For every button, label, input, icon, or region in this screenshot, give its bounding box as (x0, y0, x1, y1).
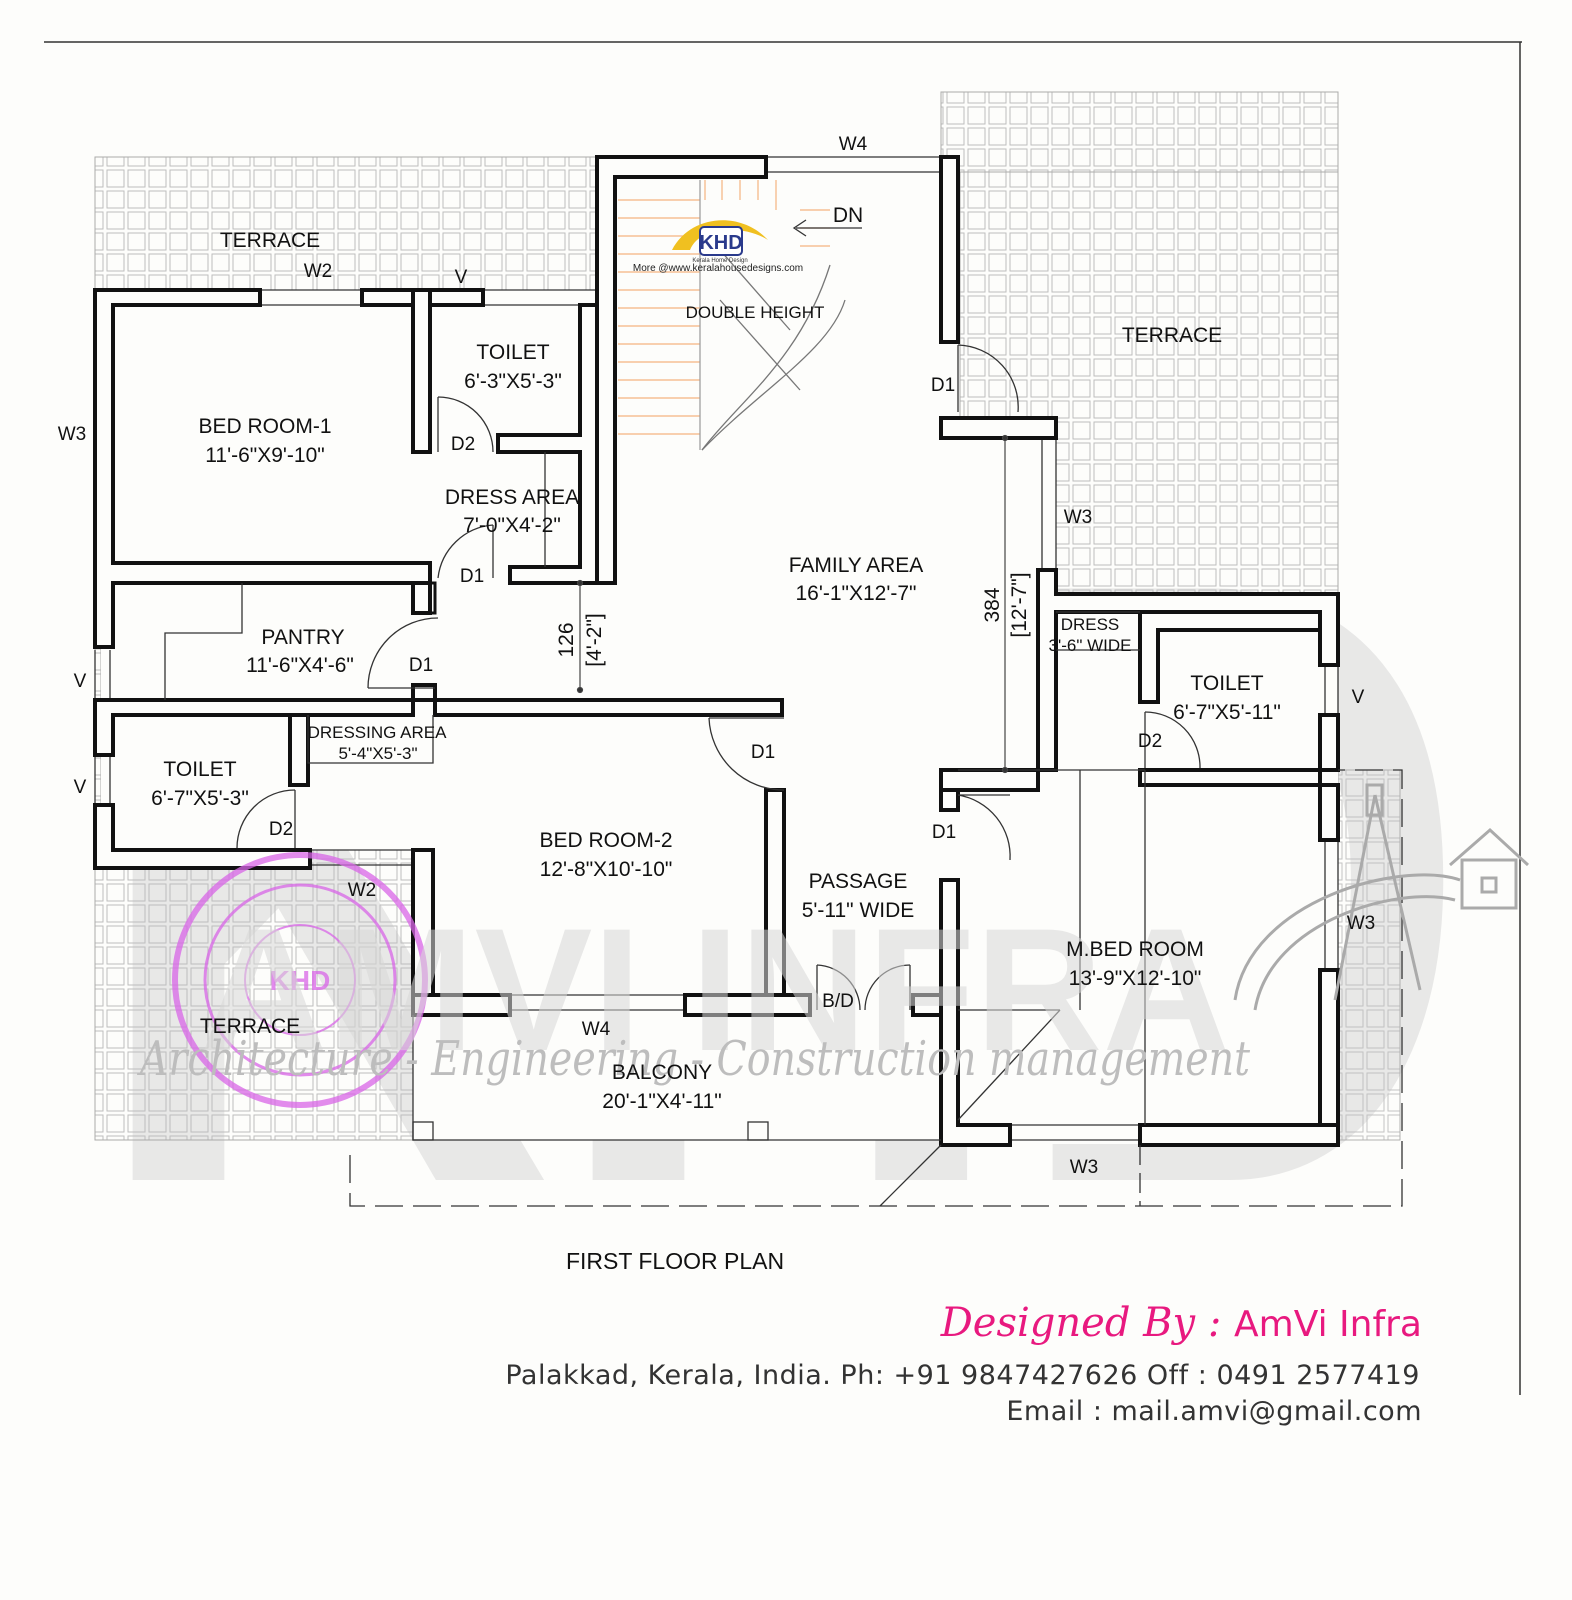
svg-text:D2: D2 (269, 819, 293, 840)
dressing-area-label: DRESSING AREA (308, 723, 448, 742)
svg-text:V: V (1352, 687, 1365, 708)
dress-area-label: DRESS AREA (445, 486, 579, 509)
balcony-size: 20'-1"X4'-11" (602, 1090, 721, 1113)
sheet-frame (44, 41, 1522, 1395)
svg-text:W4: W4 (582, 1019, 611, 1040)
dn-arrow-icon (792, 219, 862, 237)
khd-logo: KHD Kerala Home Design More @www.keralah… (633, 220, 803, 274)
terrace-tr-label: TERRACE (1122, 324, 1222, 347)
terraces (94, 91, 1401, 1141)
svg-text:W3: W3 (1070, 1157, 1099, 1178)
svg-text:V: V (74, 671, 87, 692)
dimension-text: 126 [4'-2"] 384 [12'-7"] (555, 572, 1031, 666)
svg-text:[4'-2"]: [4'-2"] (583, 613, 606, 666)
svg-text:W2: W2 (304, 261, 333, 282)
dimension-lines (576, 434, 1009, 774)
bedroom1-size: 11'-6"X9'-10" (205, 444, 324, 467)
passage-label: PASSAGE (809, 870, 908, 893)
svg-text:W3: W3 (1347, 913, 1376, 934)
svg-text:D1: D1 (460, 566, 484, 587)
svg-text:AMVI INFRA: AMVI INFRA (200, 893, 1230, 1088)
svg-text:W3: W3 (1064, 507, 1093, 528)
khd-url: More @www.keralahousedesigns.com (633, 263, 803, 274)
svg-text:D2: D2 (1138, 731, 1162, 752)
svg-text:[12'-7"]: [12'-7"] (1008, 572, 1031, 637)
bedroom2-size: 12'-8"X10'-10" (540, 858, 673, 881)
terrace-tl-label: TERRACE (220, 229, 320, 252)
toilet3-label: TOILET (1190, 672, 1263, 695)
svg-text:V: V (455, 267, 468, 288)
svg-text:D1: D1 (409, 655, 433, 676)
bedroom1-label: BED ROOM-1 (198, 415, 331, 438)
designed-by-line: Designed By : AmVi Infra (941, 1300, 1422, 1346)
pantry-label: PANTRY (261, 626, 344, 649)
dress-area-size: 7'-0"X4'-2" (463, 514, 561, 537)
terrace-bl-label: TERRACE (200, 1015, 300, 1038)
svg-text:D2: D2 (451, 434, 475, 455)
stamp-watermark: KHD (172, 852, 428, 1108)
compass-house-icon (1233, 783, 1530, 1011)
svg-text:W4: W4 (839, 134, 868, 155)
staircase (618, 180, 830, 450)
balcony-label: BALCONY (612, 1061, 712, 1084)
toilet1-size: 6'-3"X5'-3" (464, 370, 562, 393)
svg-text:D1: D1 (931, 375, 955, 396)
room-labels: TERRACE TERRACE TERRACE BED ROOM-1 11'-6… (151, 204, 1281, 1113)
amvi-watermark: AMVI INFRA Architecture - Engineering - … (137, 893, 1251, 1088)
toilet3-size: 6'-7"X5'-11" (1173, 701, 1281, 724)
double-height-void (701, 249, 846, 451)
bedroom2-label: BED ROOM-2 (539, 829, 672, 852)
dressing-area-size: 5'-4"X5'-3" (338, 744, 417, 763)
toilet1-label: TOILET (476, 341, 549, 364)
toilet2-label: TOILET (163, 758, 236, 781)
master-bedroom-size: 13'-9"X12'-10" (1069, 967, 1202, 990)
svg-text:V: V (74, 777, 87, 798)
dn-label: DN (833, 204, 863, 227)
stamp-text: KHD (270, 965, 331, 996)
svg-text:D1: D1 (751, 742, 775, 763)
svg-text:W3: W3 (58, 424, 87, 445)
double-height-label: DOUBLE HEIGHT (686, 303, 825, 322)
terrace-top-right (940, 91, 1339, 173)
terrace-top-left (94, 156, 598, 291)
toilet2-size: 6'-7"X5'-3" (151, 787, 249, 810)
walls (93, 155, 1340, 1147)
designed-by-label: Designed By : (940, 1300, 1235, 1346)
svg-text:Kerala Home Design: Kerala Home Design (692, 258, 747, 264)
family-area-label: FAMILY AREA (789, 554, 924, 577)
tagline-watermark: Architecture - Engineering - Constructio… (137, 1031, 1251, 1087)
partitions (164, 452, 1403, 1207)
passage-size: 5'-11" WIDE (802, 899, 915, 922)
family-area-size: 16'-1"X12'-7" (796, 582, 917, 605)
plan-title: FIRST FLOOR PLAN (566, 1248, 784, 1274)
svg-text:D1: D1 (932, 822, 956, 843)
contact-address: Palakkad, Kerala, India. Ph: +91 9847427… (505, 1360, 1420, 1391)
door-swings (236, 344, 1201, 1011)
company-name: AmVi Infra (1234, 1304, 1422, 1345)
khd-logo-text: KHD (699, 232, 742, 254)
svg-text:384: 384 (981, 587, 1004, 622)
dress3-label: DRESS (1061, 615, 1120, 634)
svg-text:126: 126 (555, 622, 578, 657)
opening-tags: W4 W2 V W3 D2 D1 D1 D1 W3 V V D2 W2 D1 D… (58, 134, 1376, 1178)
pantry-size: 11'-6"X4'-6" (246, 654, 354, 677)
master-bedroom-label: M.BED ROOM (1066, 938, 1204, 961)
dress3-size: 3'-6" WIDE (1049, 636, 1132, 655)
svg-text:B/D: B/D (822, 991, 854, 1012)
svg-text:W2: W2 (348, 880, 377, 901)
contact-email: Email : mail.amvi@gmail.com (1006, 1396, 1422, 1427)
